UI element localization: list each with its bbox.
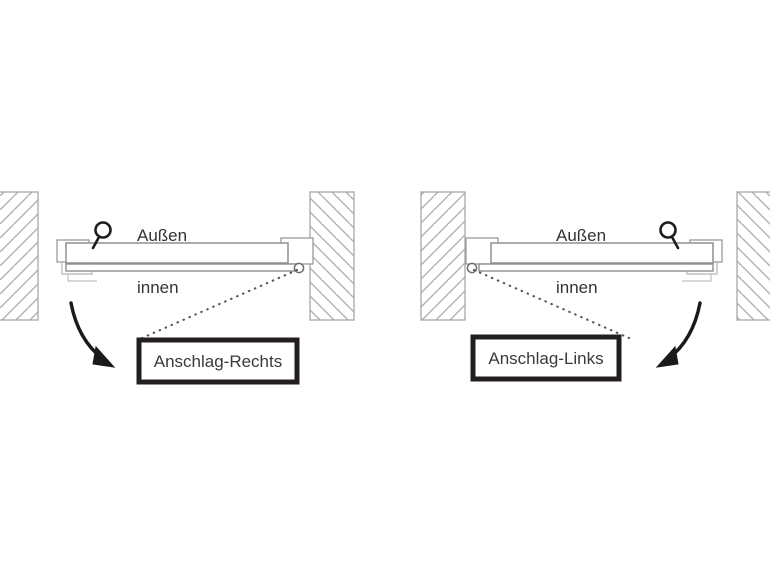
hinge-leader-line bbox=[472, 268, 631, 340]
wall-hatch-icon bbox=[736, 191, 770, 321]
hinge-pin-icon bbox=[466, 262, 478, 274]
door-sill-strip bbox=[65, 263, 301, 272]
wall-right bbox=[736, 191, 770, 321]
wall-hatch-icon bbox=[0, 191, 39, 321]
hinge-leader-line bbox=[140, 268, 299, 340]
hinge-pin-icon bbox=[293, 262, 305, 274]
door-sill-strip bbox=[478, 263, 714, 272]
wall-right bbox=[309, 191, 355, 321]
label-box-border bbox=[136, 337, 300, 385]
panel-anschlag-rechts: Außen innen Anschlag-Rechts bbox=[0, 191, 355, 385]
wall-hatch-icon bbox=[420, 191, 466, 321]
outside-label: Außen bbox=[137, 226, 187, 245]
panel-anschlag-links: Außen innen Anschlag-Links bbox=[420, 191, 770, 382]
swing-direction-arrow-icon bbox=[655, 301, 702, 368]
door-leaf bbox=[478, 242, 714, 272]
wall-left bbox=[0, 191, 39, 321]
label-box-border bbox=[470, 334, 622, 382]
outside-label: Außen bbox=[556, 226, 606, 245]
anschlag-rechts-label-box[interactable]: Anschlag-Rechts bbox=[136, 337, 300, 385]
frame-lip-lower bbox=[67, 274, 97, 282]
anschlag-rechts-label-text: Anschlag-Rechts bbox=[154, 352, 283, 371]
door-handle-icon bbox=[659, 221, 680, 250]
inside-label: innen bbox=[556, 278, 598, 297]
frame-lip-lower bbox=[682, 274, 712, 282]
door-leaf-body bbox=[490, 242, 714, 264]
wall-left bbox=[420, 191, 466, 321]
door-leaf-body bbox=[65, 242, 289, 264]
door-leaf bbox=[65, 242, 301, 272]
swing-direction-arrow-icon bbox=[69, 301, 116, 368]
inside-label: innen bbox=[137, 278, 179, 297]
wall-hatch-icon bbox=[309, 191, 355, 321]
door-handle-icon bbox=[91, 221, 112, 250]
anschlag-links-label-text: Anschlag-Links bbox=[488, 349, 603, 368]
anschlag-links-label-box[interactable]: Anschlag-Links bbox=[470, 334, 622, 382]
